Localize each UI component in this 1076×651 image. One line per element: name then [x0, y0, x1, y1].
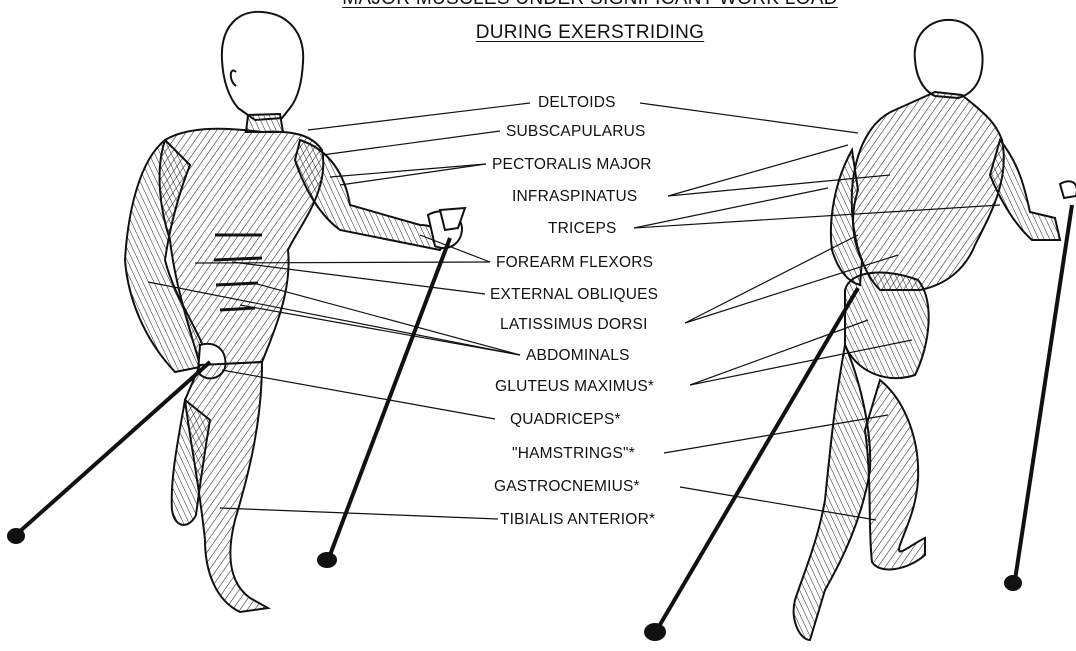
- label-infraspinatus: INFRASPINATUS: [512, 188, 637, 206]
- label-forearm-flexors: FOREARM FLEXORS: [496, 254, 653, 272]
- diagram-title-line-1: MAJOR MUSCLES UNDER SIGNIFICANT WORK LOA…: [290, 0, 890, 10]
- label-hamstrings: "HAMSTRINGS"*: [512, 445, 635, 463]
- label-triceps: TRICEPS: [548, 220, 617, 238]
- label-gluteus-maximus: GLUTEUS MAXIMUS*: [495, 378, 654, 396]
- label-external-obliques: EXTERNAL OBLIQUES: [490, 286, 658, 304]
- label-gastrocnemius: GASTROCNEMIUS*: [494, 478, 640, 496]
- diagram-title-line-2: DURING EXERSTRIDING: [290, 22, 890, 44]
- label-quadriceps: QUADRICEPS*: [510, 411, 621, 429]
- label-latissimus-dorsi: LATISSIMUS DORSI: [500, 316, 648, 334]
- label-abdominals: ABDOMINALS: [526, 347, 630, 365]
- label-subscapularus: SUBSCAPULARUS: [506, 123, 646, 141]
- label-pectoralis-major: PECTORALIS MAJOR: [492, 156, 652, 174]
- front-figure: [125, 12, 462, 612]
- label-tibialis-anterior: TIBIALIS ANTERIOR*: [500, 511, 655, 529]
- label-deltoids: DELTOIDS: [538, 94, 616, 112]
